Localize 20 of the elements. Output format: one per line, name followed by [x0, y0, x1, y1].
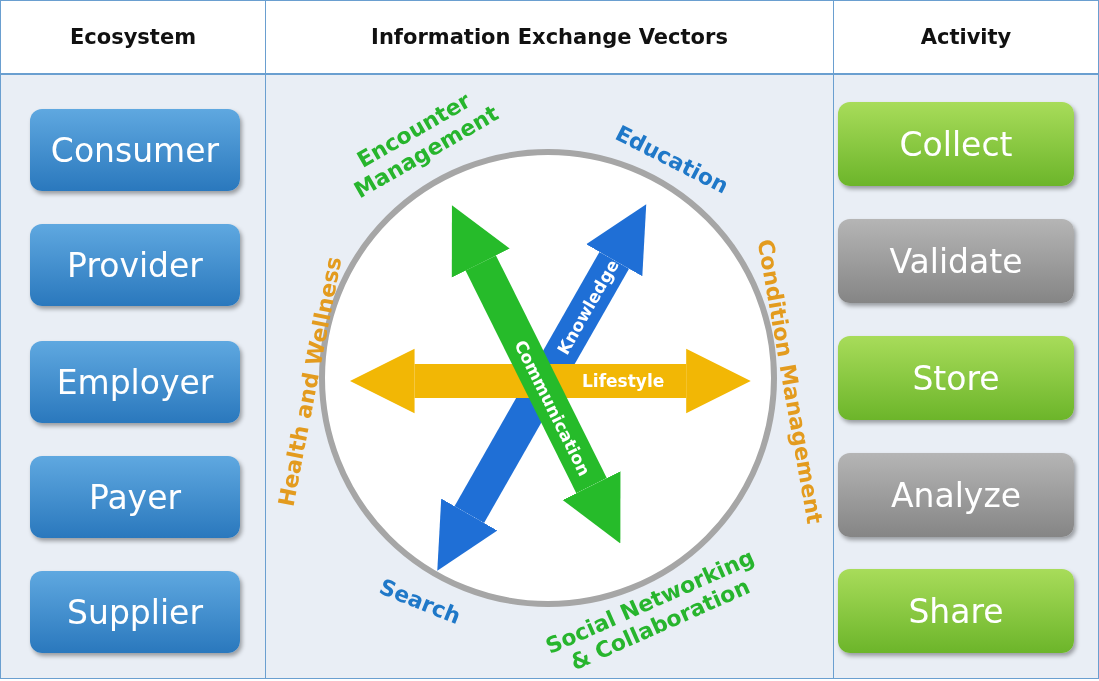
column-header: Activity [920, 25, 1012, 49]
role-box: Consumer [30, 109, 240, 191]
double-arrow [437, 204, 647, 571]
table-column [0, 0, 266, 679]
double-arrow [349, 348, 751, 414]
activity-box: Collect [838, 102, 1074, 186]
table-column [265, 0, 834, 679]
role-box: Employer [30, 341, 240, 423]
column-header: Ecosystem [69, 25, 197, 49]
vector-label: Health and Wellness [270, 236, 350, 526]
role-box: Provider [30, 224, 240, 306]
activity-box: Validate [838, 219, 1074, 303]
activity-box: Share [838, 569, 1074, 653]
role-box: Supplier [30, 571, 240, 653]
double-arrow [451, 205, 621, 544]
role-box: Payer [30, 456, 240, 538]
column-header: Information Exchange Vectors [371, 25, 728, 49]
activity-box: Store [838, 336, 1074, 420]
table-column [833, 0, 1099, 679]
activity-box: Analyze [838, 453, 1074, 537]
